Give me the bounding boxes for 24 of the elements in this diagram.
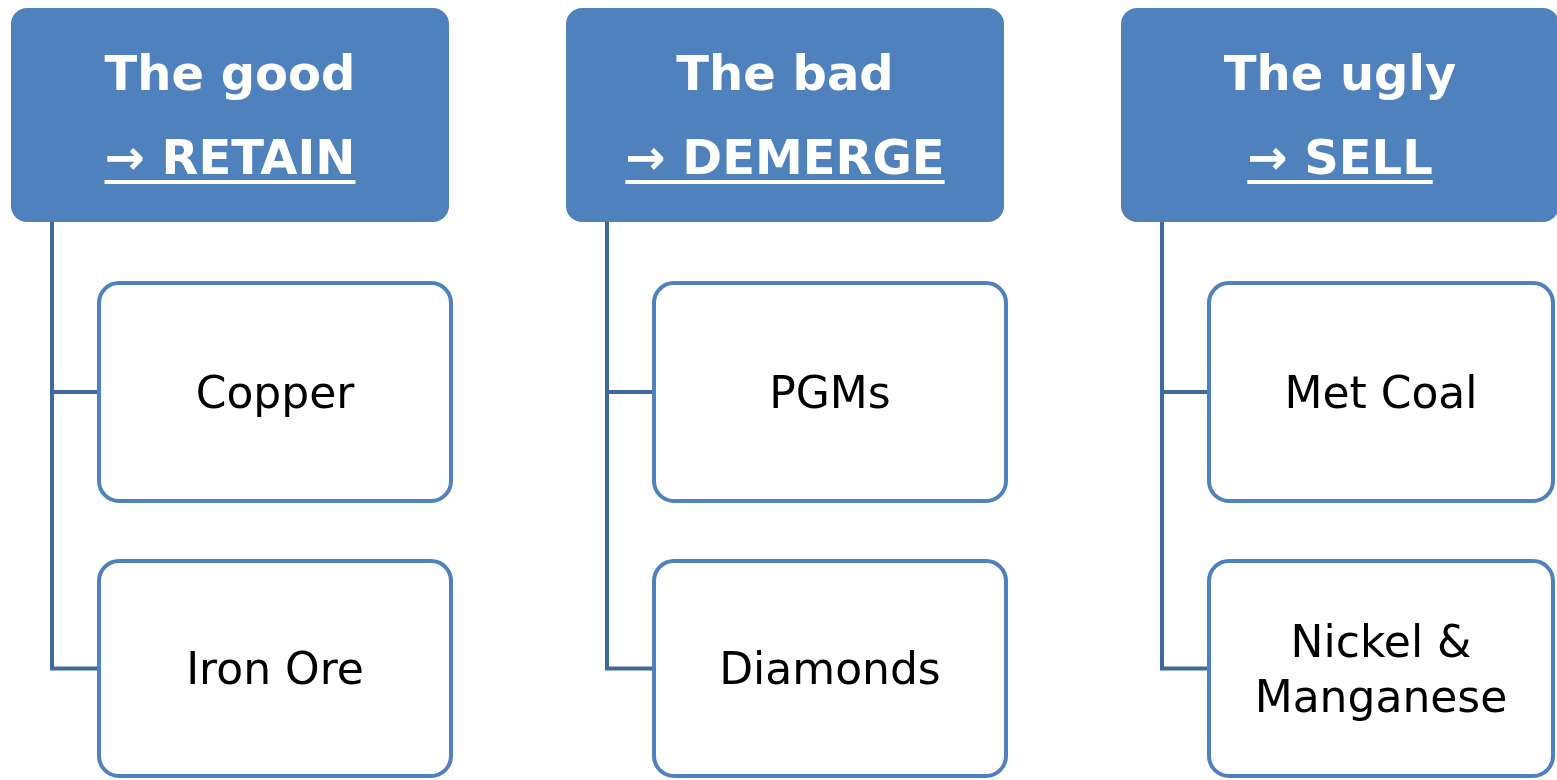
item-label: Diamonds [719, 642, 941, 696]
connector-line [605, 222, 652, 671]
item-box [1207, 281, 1555, 503]
connector-line [1160, 222, 1207, 671]
item-box [97, 559, 453, 778]
category-header [566, 8, 1004, 222]
item-label: Met Coal [1284, 365, 1478, 420]
connector-line [50, 222, 97, 671]
item-box [652, 281, 1008, 503]
header-action: → DEMERGE [625, 128, 945, 187]
item-box [97, 281, 453, 503]
item-label: Iron Ore [186, 642, 364, 696]
header-title: The ugly [1223, 44, 1457, 103]
header-title: The bad [676, 44, 894, 103]
item-label: Copper [195, 365, 355, 420]
header-action: → RETAIN [104, 128, 356, 187]
item-label: PGMs [769, 365, 891, 420]
header-action: → SELL [1247, 128, 1433, 187]
header-title: The good [104, 44, 356, 103]
item-box [1207, 559, 1555, 778]
category-header [1121, 8, 1557, 222]
item-label: Nickel & Manganese [1253, 614, 1509, 724]
item-box [652, 559, 1008, 778]
category-header [11, 8, 449, 222]
